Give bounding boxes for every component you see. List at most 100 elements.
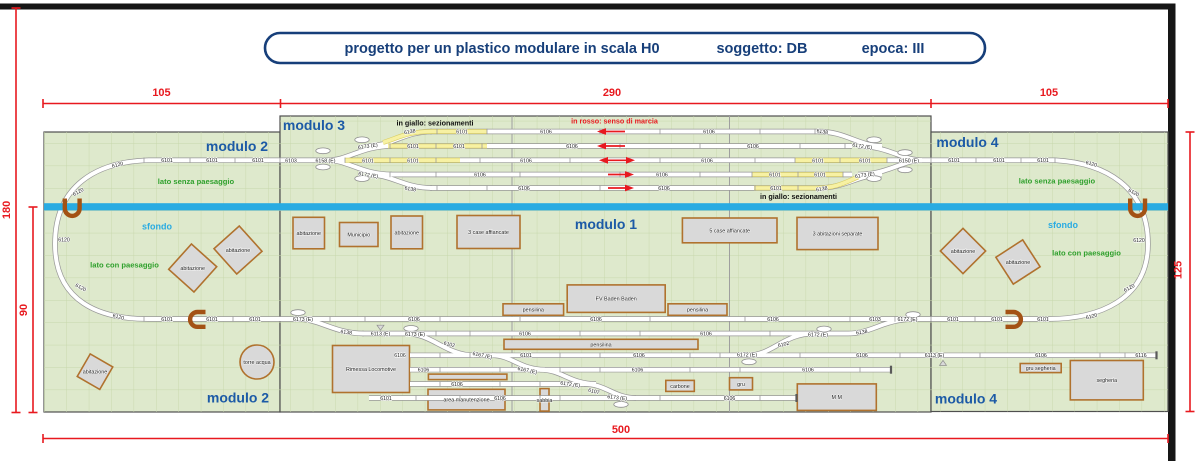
direction-arrow-left-icon [597, 128, 625, 135]
track-label: 6101 [161, 317, 173, 323]
track-label: 6101 [456, 129, 468, 135]
track-label: 6167 (E) [517, 366, 538, 376]
isolated-section [754, 175, 859, 190]
track-label: 6138 [816, 186, 829, 194]
switch-motor-icon [315, 147, 331, 155]
switch-motor-icon [897, 149, 913, 156]
dimension-label: 105 [152, 87, 170, 99]
track-label: 6107 [587, 388, 600, 397]
track-label: 6106 [802, 368, 814, 374]
track-label: 6113 (E) [925, 353, 945, 359]
building-label: Rimessa Locomotive [346, 367, 396, 373]
switch-motor-icon [905, 311, 921, 318]
track-label: 6138 [404, 128, 417, 136]
dimension-label: 125 [1173, 261, 1185, 279]
track-label: 6106 [701, 158, 713, 164]
track-label: 6172 (E) [898, 317, 918, 323]
track-label: 6138 [340, 329, 352, 337]
building [667, 302, 728, 317]
building-label: sabbia [537, 398, 553, 404]
track-label: 6173 (E) [855, 171, 876, 180]
switch-motor-icon [403, 325, 419, 332]
area-label: sfondo [1048, 220, 1078, 230]
track-label: 6106 [590, 317, 602, 323]
track-label: 6101 [206, 158, 218, 164]
track-label: 6106 [451, 382, 463, 388]
track-label: 6172 (E) [737, 353, 757, 359]
direction-arrow-left-icon [597, 142, 625, 150]
track-label: 6101 [407, 158, 419, 164]
track [367, 172, 433, 190]
building-label: abitazione [394, 230, 419, 236]
direction-arrow-both-icon [599, 156, 635, 164]
wall-right [1168, 3, 1176, 461]
wall-top [0, 3, 1176, 10]
dimension-lines [11, 7, 1195, 443]
track-label: 6172 (E) [560, 381, 581, 390]
track-label: 6120 [111, 161, 124, 170]
building-label: 3 abitazioni separate [813, 232, 863, 238]
tracks [52, 128, 1158, 408]
track-label: 6113 (E) [371, 331, 391, 337]
room-walls [0, 3, 1176, 461]
building [239, 344, 275, 380]
building [994, 238, 1042, 286]
building [566, 284, 667, 314]
track-label: 6158 (E) [316, 158, 336, 164]
track-label: 6101 [249, 317, 261, 323]
building-label: area manutenzione [443, 398, 489, 404]
portal-icon [62, 198, 82, 219]
area-label: lato senza paesaggio [158, 177, 235, 186]
building [503, 338, 699, 351]
track-label: 6106 [747, 144, 759, 150]
portal-icon [1128, 198, 1148, 219]
building [427, 373, 508, 381]
track-label: 6116 [1135, 353, 1146, 359]
portal-icon [1005, 309, 1024, 329]
track-label: 6101 [362, 158, 374, 164]
building-label: 3 case affiancate [468, 230, 509, 236]
track-label: 6106 [656, 172, 668, 178]
track-label: 6106 [518, 186, 530, 192]
switch-motor-icon [354, 175, 370, 182]
switch-motor-icon [816, 325, 832, 333]
track-label: 6101 [453, 144, 465, 150]
track-label: 6106 [474, 172, 486, 178]
legend-label: in rosso: senso di marcia [571, 117, 659, 126]
legend-label: in giallo: sezionamenti [396, 119, 473, 128]
dimension-label: 105 [1040, 87, 1058, 99]
area-label: lato con paesaggio [90, 261, 159, 270]
track-label: 6101 [770, 186, 782, 192]
switch-motor-icon [866, 136, 882, 144]
area-label: sfondo [142, 222, 172, 232]
track-label: 6120 [1123, 283, 1136, 294]
building-label: abitazione [83, 370, 108, 376]
track-label: 6106 [700, 331, 712, 337]
legend-labels: in giallo: sezionamenti in rosso: senso d… [396, 117, 837, 202]
portal-icon [187, 309, 206, 329]
track-label: 6101 [380, 396, 392, 402]
area-labels: lato senza paesaggio lato senza paesaggio… [90, 177, 1121, 270]
track-label: 6101 [814, 172, 826, 178]
buildings [76, 214, 1145, 412]
building-label: abitazione [180, 266, 205, 272]
track [747, 331, 815, 358]
track-label: 6101 [206, 317, 218, 323]
track-label: 6172 (E) [852, 143, 873, 152]
title-box: progetto per un plastico modulare in sca… [263, 31, 987, 65]
track-label: 6138 [856, 329, 868, 337]
track-label: 6150 (E) [899, 158, 919, 164]
building-label: torre acqua [243, 360, 270, 366]
area-label: lato senza paesaggio [1019, 177, 1096, 186]
building [502, 302, 565, 317]
track [847, 317, 915, 336]
track-label: 6102 [777, 341, 790, 350]
module-label: modulo 4 [936, 134, 998, 150]
track-label: 6120 [58, 237, 70, 243]
isolated-section [382, 129, 487, 145]
building-label: gru segheria [1026, 366, 1056, 372]
track-label: 6101 [812, 158, 824, 164]
track-label: 6120 [1127, 188, 1140, 199]
track-label: 6173 (E) [405, 332, 425, 338]
building-label: gru [737, 382, 745, 388]
